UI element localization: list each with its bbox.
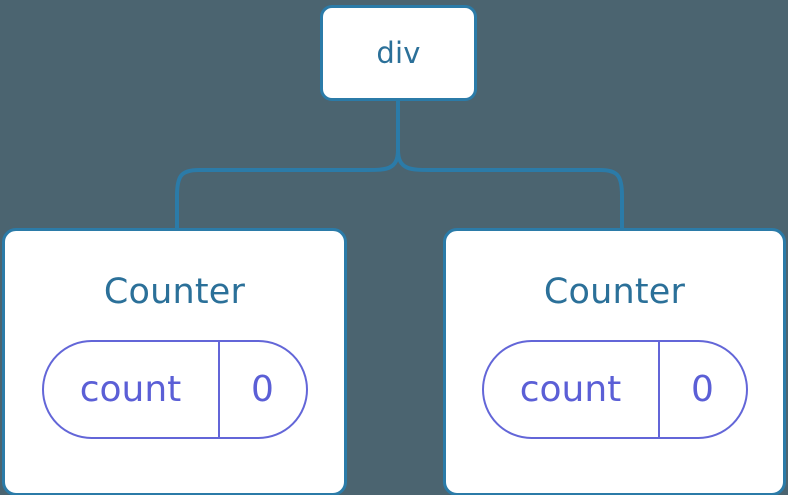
- state-value-counter-2: 0: [691, 368, 714, 410]
- connector-right-branch: [396, 99, 624, 230]
- state-key-counter-1: count: [44, 342, 220, 437]
- state-pill-counter-2[interactable]: count 0: [481, 340, 748, 439]
- node-root-label: div: [376, 35, 421, 70]
- node-counter-2[interactable]: Counter count 0: [443, 228, 786, 495]
- node-counter-2-label: Counter: [543, 272, 686, 312]
- state-pill-counter-1[interactable]: count 0: [41, 340, 308, 439]
- connector-left-branch: [175, 99, 400, 230]
- node-counter-1-label: Counter: [103, 272, 246, 312]
- node-counter-1[interactable]: Counter count 0: [2, 228, 347, 495]
- node-root-div[interactable]: div: [320, 5, 477, 101]
- state-key-counter-2: count: [484, 342, 660, 437]
- state-value-counter-1: 0: [251, 368, 274, 410]
